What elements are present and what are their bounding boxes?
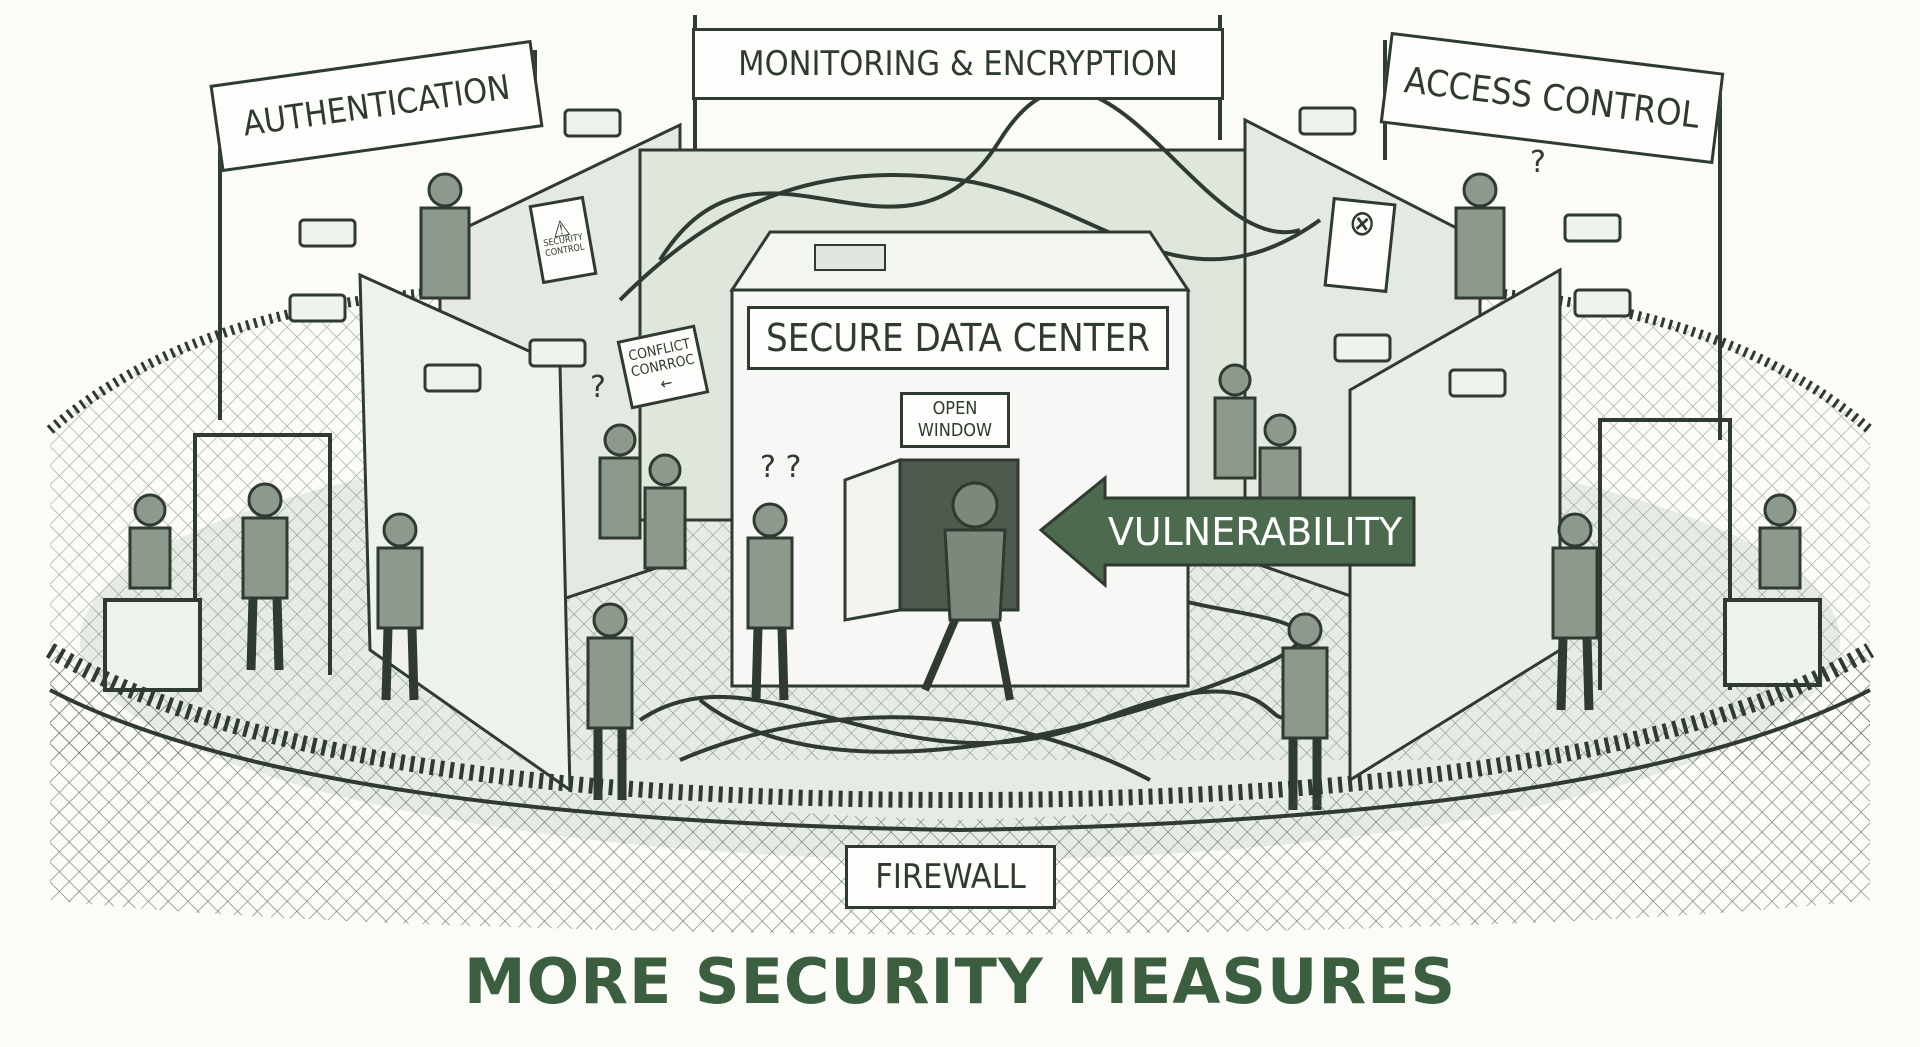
vulnerability-label: VULNERABILITY <box>1107 510 1403 554</box>
front-fence <box>50 650 1870 935</box>
roof-unit <box>814 244 886 271</box>
tangled-cables <box>618 88 1322 782</box>
secure-data-center-sign: SECURE DATA CENTER <box>747 306 1169 370</box>
prohibited-icon: ⊗ <box>1346 201 1378 246</box>
security-cameras <box>288 106 1632 398</box>
guards <box>128 172 1802 810</box>
illustration-title: MORE SECURITY MEASURES <box>463 945 1457 1018</box>
open-window-sign: OPEN WINDOW <box>900 392 1010 448</box>
vulnerability-arrow <box>1038 474 1416 589</box>
arrow-left-icon: ← <box>658 372 675 394</box>
firewall-sign: FIREWALL <box>845 845 1056 909</box>
question-mark: ? <box>1530 145 1546 180</box>
security-control-label: SECURITY CONTROL <box>542 232 586 260</box>
hacker-figure <box>921 481 1014 701</box>
razor-wire-front <box>45 643 1875 809</box>
window-shutter <box>843 457 902 622</box>
question-marks: ? ? <box>760 450 802 485</box>
data-center-roof <box>729 230 1191 292</box>
monitoring-encryption-sign: MONITORING & ENCRYPTION <box>692 28 1224 100</box>
metal-detectors <box>103 418 1822 692</box>
no-entry-sign: ⊗ <box>1323 196 1397 294</box>
question-mark: ? <box>590 370 606 405</box>
fence-rail <box>49 688 1871 833</box>
